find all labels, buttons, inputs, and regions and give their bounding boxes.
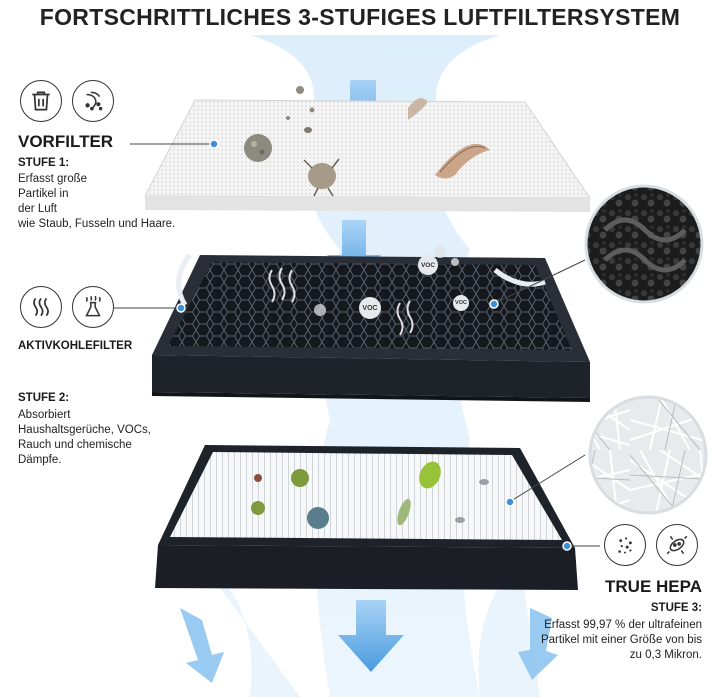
trash-icon bbox=[20, 80, 62, 122]
stage-3-heading: TRUE HEPA bbox=[605, 577, 702, 596]
stage-1-heading: VORFILTER bbox=[18, 132, 114, 151]
voc-badge: VOC bbox=[453, 295, 469, 311]
stage-2-heading: AKTIVKOHLEFILTER bbox=[18, 340, 133, 352]
voc-badge: VOC bbox=[359, 297, 381, 319]
fine-particles-icon bbox=[604, 524, 646, 566]
bacteria-icon bbox=[656, 524, 698, 566]
voc-badge: VOC bbox=[418, 255, 438, 275]
stage-3-number: STUFE 3: bbox=[650, 602, 702, 614]
stage-2-description: Absorbiert Haushaltsgerüche, VOCs, Rauch… bbox=[18, 409, 151, 466]
stage-1-description: Erfasst große Partikel in der Luft wie S… bbox=[18, 173, 176, 230]
page-title: FORTSCHRITTLICHES 3-STUFIGES LUFTFILTERS… bbox=[39, 4, 681, 30]
stage-1-number: STUFE 1: bbox=[18, 157, 70, 169]
stage-2-number: STUFE 2: bbox=[18, 392, 70, 404]
dust-icon bbox=[72, 80, 114, 122]
chemical-flask-icon bbox=[72, 286, 114, 328]
stage-3-description: Erfasst 99,97 % der ultrafeinen Partikel… bbox=[540, 619, 702, 661]
odor-waves-icon bbox=[20, 286, 62, 328]
